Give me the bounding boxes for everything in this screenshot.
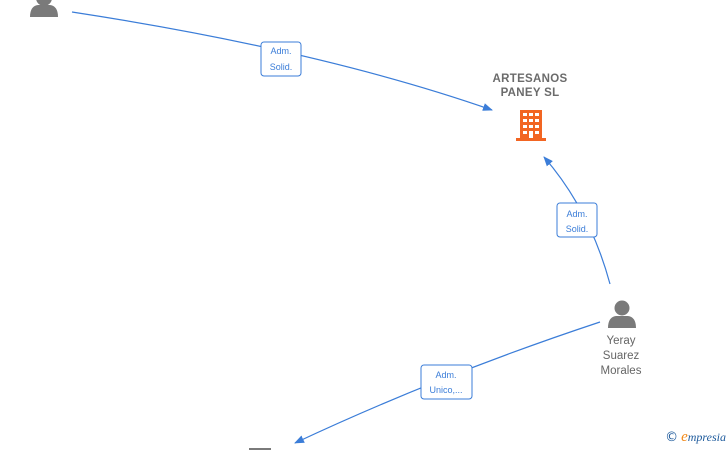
edge-label-line2: Solid. [566, 224, 589, 234]
edge-label-line1: Adm. [566, 209, 587, 219]
person-icon [30, 0, 58, 17]
edge-label-line2: Solid. [270, 62, 293, 72]
person-main[interactable] [608, 300, 636, 329]
company-name-line1: ARTESANOS [492, 73, 568, 85]
brand-e: e [681, 429, 688, 445]
copyright-icon: © [665, 430, 679, 445]
edge-label-line1: Adm. [270, 46, 291, 56]
company-name[interactable]: ARTESANOS PANEY SL [470, 72, 590, 100]
brand-watermark: © empresia [665, 429, 726, 446]
person-bottom[interactable] [249, 448, 271, 450]
person-icon [608, 300, 636, 328]
person-icon [249, 448, 271, 450]
edge-label-main-company[interactable]: Adm. Solid. [556, 202, 598, 238]
person-main-name[interactable]: Yeray Suarez Morales [585, 334, 657, 379]
person-surname-2: Morales [600, 365, 642, 377]
brand-name: mpresia [687, 430, 726, 444]
person-first-name: Yeray [606, 335, 636, 347]
building-icon [516, 110, 546, 141]
person-surname-1: Suarez [602, 350, 640, 362]
edge-label-main-bottom[interactable]: Adm. Unico,... [420, 364, 473, 400]
person-top-left[interactable] [30, 0, 58, 17]
edge-label-line1: Adm. [435, 370, 456, 380]
edge-label-topleft-company[interactable]: Adm. Solid. [260, 41, 302, 77]
edge-label-line2: Unico,... [429, 385, 462, 395]
company-node[interactable] [516, 110, 546, 141]
company-name-line2: PANEY SL [500, 87, 560, 99]
